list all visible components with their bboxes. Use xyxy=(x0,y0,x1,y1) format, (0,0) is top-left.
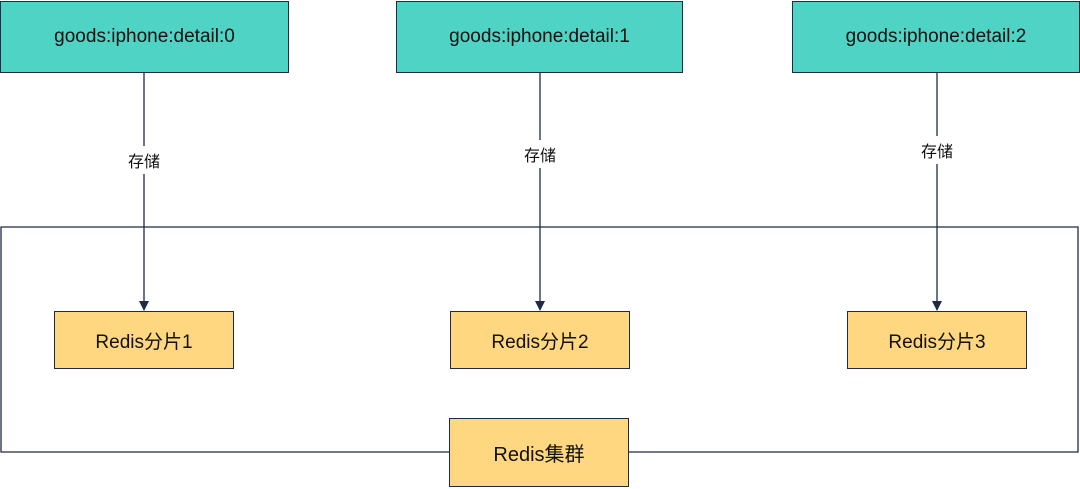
shard-node-2: Redis分片2 xyxy=(450,311,630,369)
key-node-0: goods:iphone:detail:0 xyxy=(0,1,289,73)
shard-node-label: Redis分片1 xyxy=(95,331,193,353)
key-node-1: goods:iphone:detail:1 xyxy=(396,1,683,73)
shard-node-3: Redis分片3 xyxy=(847,311,1027,369)
key-node-label: goods:iphone:detail:1 xyxy=(449,26,630,47)
shard-node-label: Redis分片3 xyxy=(888,331,986,353)
key-node-label: goods:iphone:detail:0 xyxy=(54,26,235,47)
shard-node-1: Redis分片1 xyxy=(54,311,234,369)
cluster-label-text: Redis集群 xyxy=(493,444,585,466)
cluster-label: Redis集群 xyxy=(449,418,629,487)
edge-label-0: 存储 xyxy=(124,146,164,174)
key-node-label: goods:iphone:detail:2 xyxy=(845,26,1027,47)
key-node-2: goods:iphone:detail:2 xyxy=(792,1,1080,73)
edge-label-2: 存储 xyxy=(917,136,957,164)
shard-node-label: Redis分片2 xyxy=(491,331,589,353)
edge-label-1: 存储 xyxy=(520,140,560,168)
